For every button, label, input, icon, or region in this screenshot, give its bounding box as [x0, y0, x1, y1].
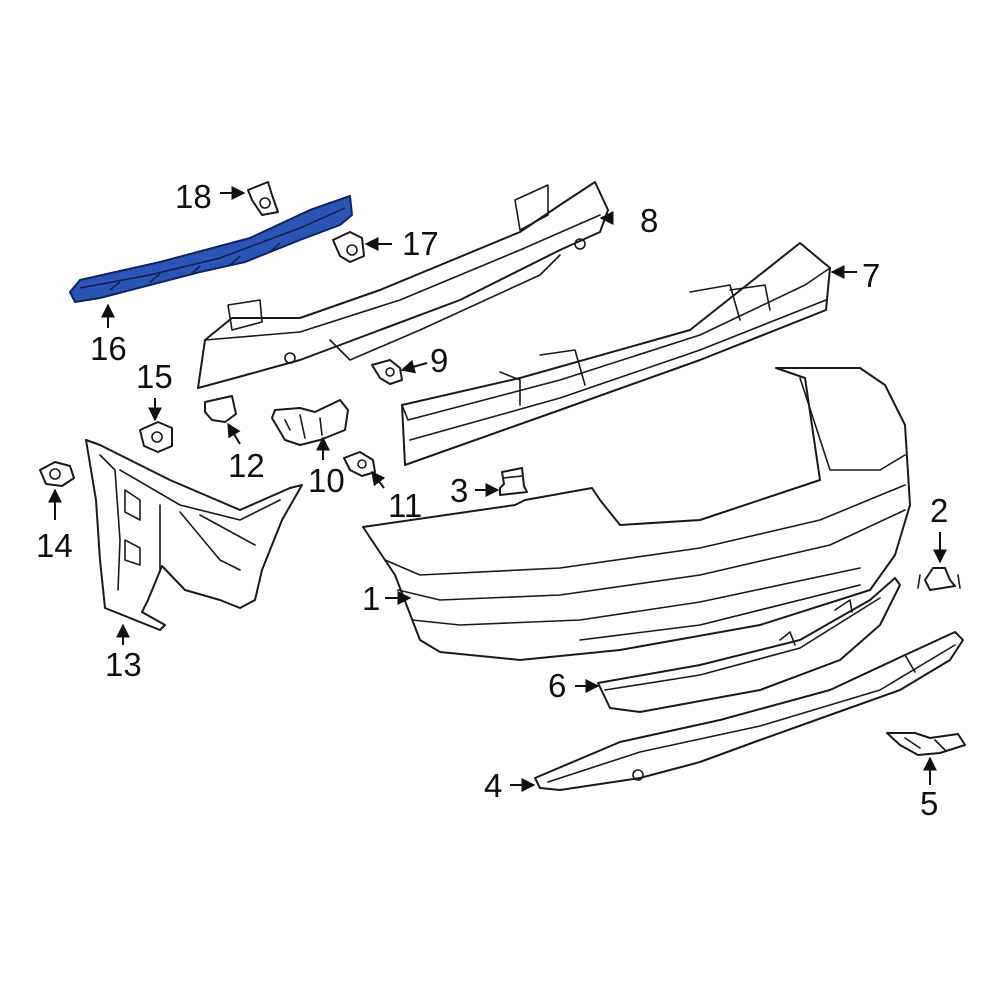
callout-18: 18 — [175, 178, 212, 215]
callout-6: 6 — [548, 667, 566, 704]
nut-11[interactable] — [343, 451, 376, 477]
clip-12[interactable] — [204, 395, 237, 423]
callout-13: 13 — [105, 646, 142, 683]
energy-absorber[interactable] — [401, 242, 831, 466]
lower-trim-strip[interactable] — [597, 577, 901, 713]
side-bracket[interactable] — [85, 439, 303, 631]
nut-17[interactable] — [332, 231, 365, 263]
callout-1: 1 — [362, 580, 380, 617]
nut-15[interactable] — [139, 421, 173, 453]
callout-2: 2 — [930, 492, 948, 529]
bolt-18[interactable] — [247, 181, 279, 216]
highlighted-bracket[interactable] — [69, 195, 353, 303]
callout-10: 10 — [308, 462, 345, 499]
push-clip[interactable] — [917, 567, 961, 591]
callout-11: 11 — [388, 487, 422, 524]
valance-bracket[interactable] — [886, 732, 966, 756]
mounting-bracket[interactable] — [271, 399, 349, 446]
callout-labels: 8 7 1 2 3 4 5 6 9 10 11 12 13 14 15 16 1… — [36, 178, 948, 822]
bolt-14[interactable] — [39, 461, 75, 487]
callout-9: 9 — [430, 342, 448, 379]
bolt-9[interactable] — [371, 359, 403, 385]
leader-lines — [48, 186, 947, 792]
callout-16: 16 — [90, 330, 127, 367]
callout-3: 3 — [450, 472, 468, 509]
callout-12: 12 — [228, 447, 265, 484]
callout-15: 15 — [136, 358, 173, 395]
callout-14: 14 — [36, 527, 73, 564]
push-pin[interactable] — [499, 467, 528, 496]
callout-8: 8 — [640, 202, 658, 239]
callout-17: 17 — [402, 225, 439, 262]
bumper-cover[interactable] — [362, 367, 911, 661]
callout-4: 4 — [484, 767, 502, 804]
lower-valance[interactable] — [534, 631, 964, 791]
callout-5: 5 — [920, 785, 938, 822]
callout-7: 7 — [862, 257, 880, 294]
